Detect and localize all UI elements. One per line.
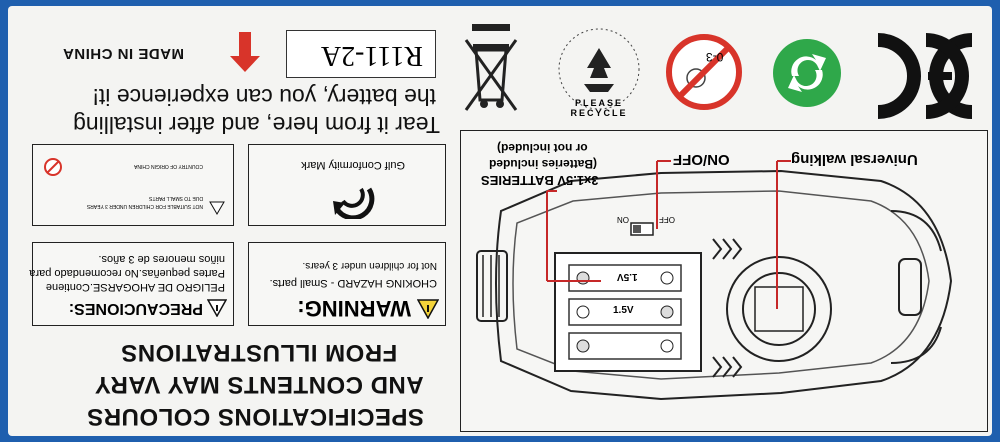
spec-line3: FROM ILLUSTRATIONS: [120, 339, 398, 366]
universal-walking-label: Universal walking: [791, 151, 918, 168]
battery-cell-label-2: 1.5V: [613, 305, 634, 316]
green-dot-icon: [772, 38, 842, 108]
onoff-label: ON/OFF: [673, 151, 730, 168]
tear-instruction-line1: Tear it from here, and after installing: [73, 112, 440, 138]
precauciones-title: PRECAUCIONES:: [68, 300, 203, 317]
car-outline-diagram: [476, 160, 953, 401]
please-recycle-text: PLEASE RECYCLE: [570, 98, 628, 118]
small-warning-line1: NOT SUITABLE FOR CHILDREN UNDER 3 YEARS: [86, 203, 203, 209]
warning-line1: CHOKING HAZARD - Small parts.: [269, 277, 437, 289]
ce-mark-icon: [868, 30, 990, 122]
warning-title: WARNING:: [297, 296, 411, 321]
spec-line2: AND CONTENTS MAY VARY: [94, 371, 424, 398]
small-age-icon: [43, 157, 63, 177]
age-range-text: 0-3: [706, 50, 724, 64]
caution-icon: [206, 299, 228, 318]
small-caution-icon: [209, 201, 225, 215]
precauciones-line1: PELIGRO DE AHOGARSE.Contiene: [45, 281, 225, 293]
please-recycle-icon: PLEASE RECYCLE: [556, 26, 642, 118]
age-warning-icon: 0-3: [664, 32, 744, 112]
batteries-label-line3: or not included): [497, 141, 588, 155]
english-warning-box: WARNING: CHOKING HAZARD - Small parts. N…: [248, 242, 446, 326]
warning-triangle-icon: [416, 299, 440, 320]
gcc-mark-text: Gulf Conformity Mark: [301, 159, 405, 171]
spec-line1: SPECIFICATIONS COLOURS: [86, 403, 424, 430]
battery-cell-label-1: 1.5V: [617, 271, 638, 282]
gcc-mark-icon: [331, 185, 375, 221]
tear-instruction-line2: the battery, you can experience it!: [92, 84, 437, 110]
precauciones-line2: Partes pequeñas.No recomendado para: [29, 267, 225, 279]
precauciones-line3: niños menores de 3 años.: [98, 253, 225, 265]
product-label: Tear it from here, and after installing …: [8, 6, 992, 436]
spec-disclaimer: SPECIFICATIONS COLOURS AND CONTENTS MAY …: [86, 334, 424, 432]
arrow-up-icon: [230, 32, 260, 72]
model-number-box: R111-2A: [286, 30, 436, 78]
car-diagram-panel: Universal walking ON/OFF 3x1.5V BATTERIE…: [460, 130, 988, 432]
switch-off-label: OFF: [659, 215, 675, 224]
warning-line2: Not for children under 3 years.: [302, 260, 437, 271]
made-in-china: MADE IN CHINA: [62, 45, 185, 62]
small-warning-line3: COUNTRY OF ORIGIN CHINA: [134, 163, 203, 169]
model-number: R111-2A: [320, 40, 423, 71]
small-warning-box: NOT SUITABLE FOR CHILDREN UNDER 3 YEARS …: [32, 144, 234, 226]
gcc-mark-box: Gulf Conformity Mark: [248, 144, 446, 226]
batteries-label-line2: (Batteries included: [489, 157, 598, 171]
warnings-area: PRECAUCIONES: PELIGRO DE AHOGARSE.Contie…: [29, 144, 446, 326]
spanish-warning-box: PRECAUCIONES: PELIGRO DE AHOGARSE.Contie…: [29, 242, 234, 326]
weee-bin-icon: [460, 24, 522, 114]
tear-info-panel: Tear it from here, and after installing …: [16, 20, 446, 144]
switch-on-label: ON: [617, 215, 629, 224]
batteries-label-line1: 3x1.5V BATTERIES: [481, 173, 599, 188]
small-warning-line2: DUE TO SMALL PARTS: [149, 195, 203, 201]
